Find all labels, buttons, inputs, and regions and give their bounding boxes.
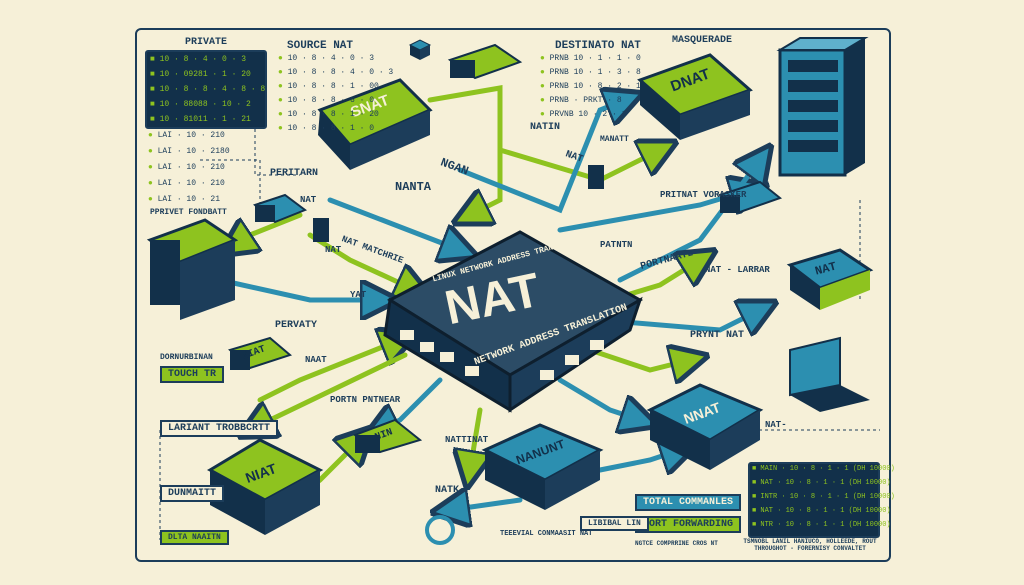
bottom-right-rows: MAIN · 10 · 8 · 1 · 1 (DH 10000)NAT · 10… (752, 462, 894, 532)
source-nat-header: SOURCE NAT (287, 40, 354, 52)
dunmaitt-tag: DUNMAITT (160, 485, 225, 502)
arrow (257, 340, 400, 403)
arrow (327, 197, 460, 250)
dnat-device (637, 53, 753, 140)
arrow (450, 500, 523, 510)
libibal-lin-tag: LIBIBAL LIN (580, 516, 649, 531)
label-natk: NATK (435, 485, 460, 496)
laptop-icon (789, 336, 870, 412)
arrow (470, 407, 480, 470)
arrow (217, 277, 380, 300)
bottom-footer: TSMNOBL LANIL HANIUCO, HOLLEEDE, ROUT TH… (743, 538, 877, 552)
label-nanta: NANTA (395, 180, 432, 194)
bottom-center: TEEEVIAL CONMAASIT NAT (500, 530, 593, 538)
niat-device (206, 438, 324, 535)
label-nattinat: NATTINAT (445, 435, 489, 445)
cube-icon (408, 39, 432, 60)
label-pritnat: PRYNT NAT (690, 330, 745, 341)
arrow (597, 310, 760, 330)
small-module (228, 336, 293, 370)
pprivet-fondbatt: PPRIVET FONDBATT (150, 208, 227, 217)
server-tower (776, 37, 869, 177)
left-server (146, 218, 239, 320)
small-module (447, 43, 523, 80)
label-manatt: MANATT (600, 135, 629, 144)
arrow (587, 350, 690, 370)
arrow (235, 212, 303, 245)
bottom-center2: NGTCE COMPRRINE CROS NT (635, 540, 718, 547)
label-pervaty: PERVATY (275, 320, 318, 331)
label-portn: PORTN PNTNEAR (330, 395, 401, 405)
label-nat-larraar: NAT - LARRAR (705, 265, 770, 275)
arrow (557, 377, 640, 420)
small-module (588, 165, 604, 189)
left-list: LAI · 10 · 210LAI · 10 · 2180LAI · 10 · … (148, 128, 230, 208)
private-rows: 10 · 8 · 4 · 0 · 310 · 09281 · 1 · 2010 … (150, 52, 266, 127)
total-commanles-tag: TOTAL COMMANLES (635, 494, 742, 511)
small-module (253, 193, 308, 224)
label-pritat-vorasker: PRITNAT VORASKER (660, 190, 747, 200)
arrow (427, 85, 503, 215)
touch-tr-tag: TOUCH TR (160, 366, 225, 383)
nnat-device (646, 383, 764, 470)
port-forwarding-tag: PORT FORWARDING (635, 516, 742, 533)
nanunt-device (481, 423, 604, 510)
label-patntn: PATNTN (600, 240, 633, 250)
label-naat: NAAT (305, 355, 327, 365)
arrow (597, 450, 680, 470)
dest-rows: PRNB 10 · 1 · 1 · 0PRNB 10 · 1 · 3 · 8PR… (540, 52, 641, 122)
label-nat-arrow: NAT (300, 195, 317, 205)
label-nat-dash: NAT- (765, 420, 787, 430)
dornurbinan-label: DORNURBINAN (160, 353, 213, 362)
label-yat: YAT (350, 290, 367, 300)
label-natin: NATIN (530, 122, 561, 133)
masquerade-header: MASQUERADE (672, 35, 733, 46)
source-rows: 10 · 8 · 4 · 0 · 310 · 8 · 8 · 4 · 0 · 3… (278, 52, 394, 136)
arrow (617, 160, 760, 283)
dlta-tag: DLTA NAAITN (160, 530, 229, 545)
lariant-tag: LARIANT TROBBCRTT (160, 420, 279, 437)
destination-nat-header: DESTINATO NAT (555, 40, 641, 52)
small-module (352, 418, 423, 454)
small-module (717, 180, 783, 214)
diagram-frame (135, 28, 891, 562)
nat-right-device (786, 248, 874, 310)
label-peritarn: PERITARN (270, 168, 319, 179)
private-header: PRIVATE (185, 37, 228, 48)
label-nat-left: NAT (325, 245, 342, 255)
small-module (313, 218, 329, 242)
